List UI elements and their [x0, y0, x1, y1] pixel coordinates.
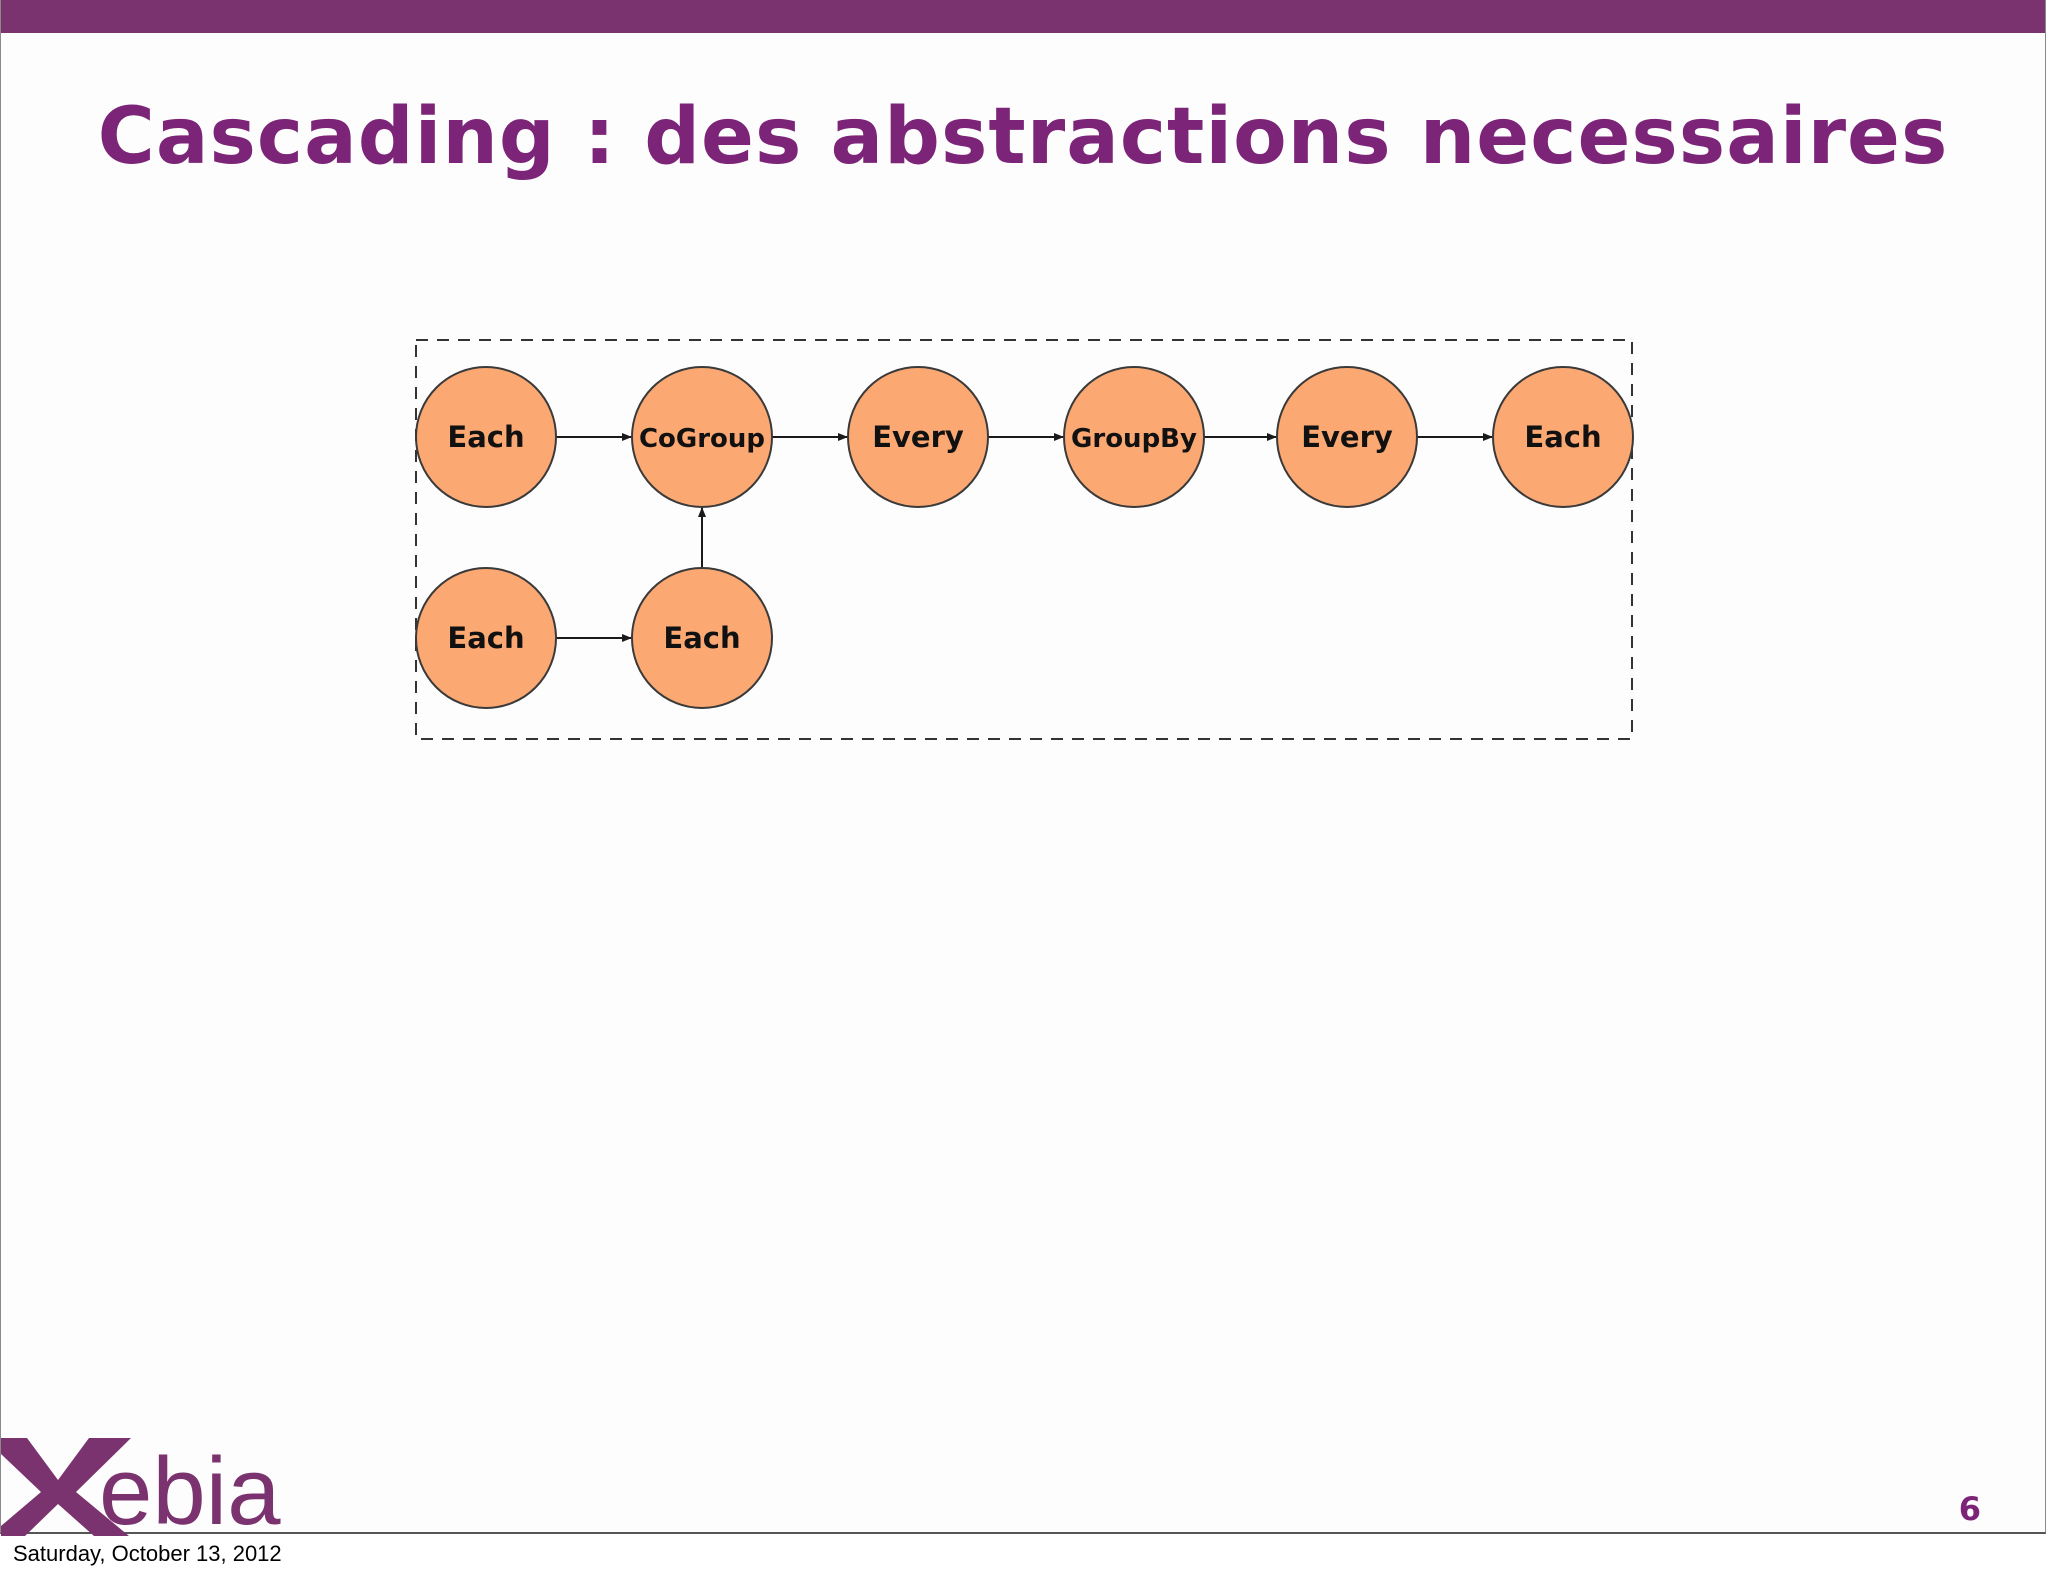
node-each: Each	[415, 567, 557, 709]
node-label: Each	[447, 621, 524, 655]
top-bar	[1, 0, 2045, 33]
node-circle	[1063, 366, 1205, 508]
node-groupby: GroupBy	[1063, 366, 1205, 508]
node-circle	[415, 567, 557, 709]
node-label: Every	[872, 420, 964, 454]
node-each: Each	[631, 567, 773, 709]
node-label: Each	[663, 621, 740, 655]
footer-date: Saturday, October 13, 2012	[13, 1541, 282, 1566]
node-circle	[415, 366, 557, 508]
node-cogroup: CoGroup	[631, 366, 773, 508]
node-circle	[631, 567, 773, 709]
node-circle	[1276, 366, 1418, 508]
pipe-assembly-boundary	[415, 339, 1633, 740]
node-label: Every	[1301, 420, 1393, 454]
node-circle	[631, 366, 773, 508]
xebia-logo: ebia	[1, 1438, 281, 1537]
slide-title: Cascading : des abstractions necessaires	[97, 92, 1949, 182]
node-each: Each	[415, 366, 557, 508]
slide-number: 6	[1958, 1490, 1981, 1528]
node-circle	[847, 366, 989, 508]
slide: Cascading : des abstractions necessaires…	[0, 0, 2046, 1537]
edges-layer	[556, 433, 1493, 642]
node-label: CoGroup	[639, 424, 765, 454]
node-circle	[1492, 366, 1634, 508]
node-label: GroupBy	[1071, 424, 1197, 454]
node-every: Every	[1276, 366, 1418, 508]
svg-text:ebia: ebia	[99, 1438, 281, 1537]
node-label: Each	[1524, 420, 1601, 454]
node-each: Each	[1492, 366, 1634, 508]
node-every: Every	[847, 366, 989, 508]
node-label: Each	[447, 420, 524, 454]
